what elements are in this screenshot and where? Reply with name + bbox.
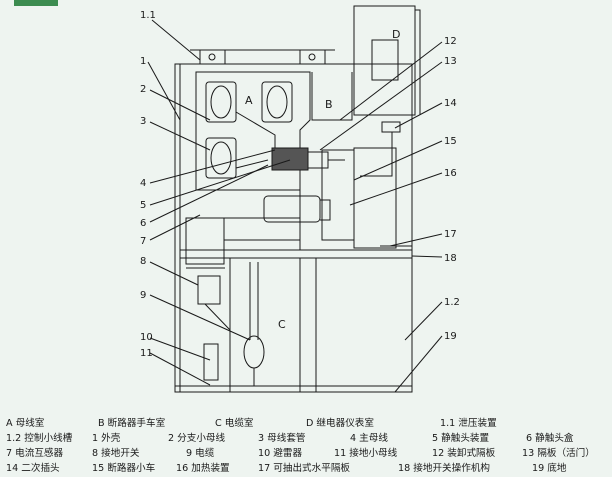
legend-6: 6 静触头盒 [526, 433, 574, 444]
circuit-breaker-body [263, 195, 321, 223]
relay-compartment-D [353, 5, 416, 116]
legend-1-2: 1.2 控制小线槽 [6, 433, 73, 444]
legend-19: 19 底地 [532, 463, 567, 474]
callout-11: 11 [140, 348, 153, 359]
cabinet-outline [174, 63, 413, 393]
legend-A: A 母线室 [6, 418, 45, 429]
breaker-truck [321, 149, 355, 241]
breaker-compartment-B [311, 72, 353, 121]
legend-5: 5 静触头装置 [432, 433, 490, 444]
component-legend: A 母线室 B 断路器手车室 C 电缆室 D 继电器仪表室 1.1 泄压装置 1… [0, 412, 612, 477]
header-fragment [14, 0, 58, 6]
busbar-bushing-upper-left [205, 81, 237, 123]
callout-18: 18 [444, 253, 457, 264]
legend-C: C 电缆室 [215, 418, 254, 429]
legend-7: 7 电流互感器 [6, 448, 64, 459]
legend-16: 16 加热装置 [176, 463, 230, 474]
legend-9: 9 电缆 [186, 448, 215, 459]
cable [249, 262, 259, 340]
legend-10: 10 避雷器 [258, 448, 303, 459]
legend-15: 15 断路器小车 [92, 463, 156, 474]
legend-2: 2 分支小母线 [168, 433, 226, 444]
branch-busbar [235, 111, 276, 160]
legend-1: 1 外壳 [92, 433, 121, 444]
callout-17: 17 [444, 229, 457, 240]
callout-7: 7 [140, 236, 146, 247]
legend-B: B 断路器手车室 [98, 418, 166, 429]
callout-16: 16 [444, 168, 457, 179]
pressure-relief-device [199, 49, 226, 64]
surge-arrester [203, 343, 219, 381]
callout-13: 13 [444, 56, 457, 67]
secondary-plug [381, 121, 401, 133]
earthing-switch [197, 275, 221, 305]
callout-1-1: 1.1 [140, 10, 156, 21]
legend-8: 8 接地开关 [92, 448, 140, 459]
compartment-letter-A: A [245, 94, 253, 107]
legend-D: D 继电器仪表室 [306, 418, 374, 429]
callout-12: 12 [444, 36, 457, 47]
legend-1-1: 1.1 泄压装置 [440, 418, 497, 429]
callout-1-2: 1.2 [444, 297, 460, 308]
legend-3: 3 母线套管 [258, 433, 306, 444]
compartment-letter-B: B [325, 98, 333, 111]
legend-13: 13 隔板（活门） [522, 448, 595, 459]
legend-12: 12 装卸式隔板 [432, 448, 496, 459]
callout-4: 4 [140, 178, 146, 189]
legend-18: 18 接地开关操作机构 [398, 463, 491, 474]
callout-2: 2 [140, 84, 146, 95]
legend-4: 4 主母线 [350, 433, 388, 444]
horizontal-partition [180, 249, 412, 259]
compartment-letter-C: C [278, 318, 286, 331]
busbar-bushing-upper-right [261, 81, 293, 123]
static-contact-box [271, 147, 309, 171]
callout-8: 8 [140, 256, 146, 267]
legend-14: 14 二次插头 [6, 463, 60, 474]
callout-1: 1 [140, 56, 146, 67]
callout-3: 3 [140, 116, 146, 127]
callout-15: 15 [444, 136, 457, 147]
callout-5: 5 [140, 200, 146, 211]
callout-14: 14 [444, 98, 457, 109]
compartment-letter-D: D [392, 28, 400, 41]
callout-19: 19 [444, 331, 457, 342]
switchgear-cross-section-diagram: A B C D 1.1 1 2 3 4 5 6 7 8 9 10 11 12 1… [14, 0, 460, 393]
callout-10: 10 [140, 332, 153, 343]
current-transformer [185, 217, 225, 265]
callout-9: 9 [140, 290, 146, 301]
legend-11: 11 接地小母线 [334, 448, 398, 459]
busbar-bushing-lower-left [205, 137, 237, 179]
legend-17: 17 可抽出式水平隔板 [258, 463, 351, 474]
callout-6: 6 [140, 218, 146, 229]
